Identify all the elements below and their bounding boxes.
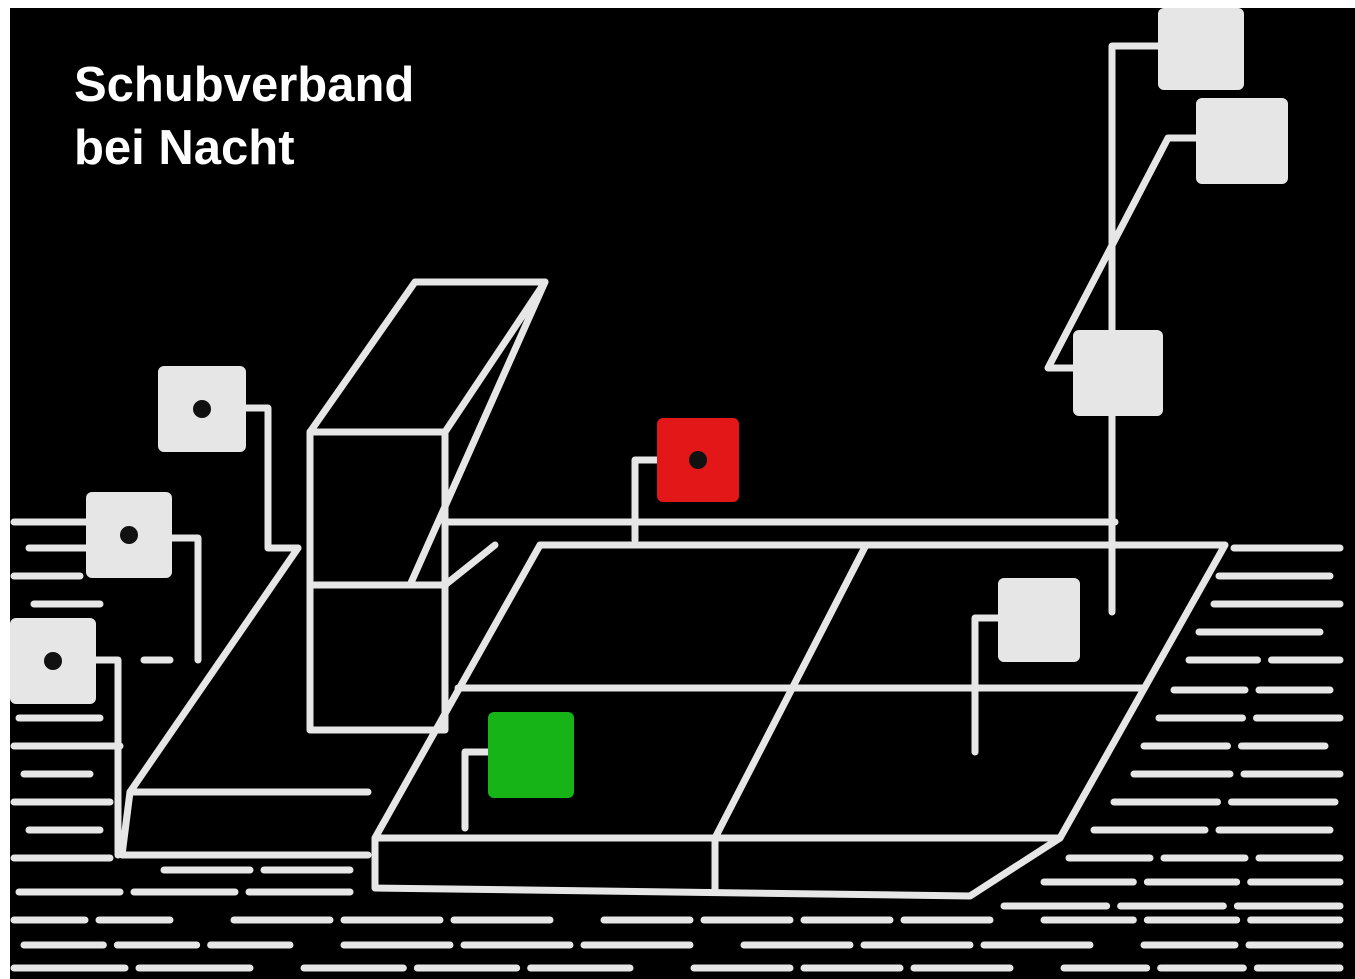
light-stalk xyxy=(170,538,198,660)
mast xyxy=(1112,46,1158,612)
title-line-2: bei Nacht xyxy=(74,117,414,180)
light-lens-dot xyxy=(193,400,211,418)
white-light xyxy=(998,578,1080,662)
wheelhouse-front xyxy=(310,432,445,730)
light-stalk xyxy=(245,408,298,548)
light-stalk xyxy=(465,752,488,828)
white-light xyxy=(1073,330,1163,416)
page-title: Schubverband bei Nacht xyxy=(74,54,414,180)
green-light xyxy=(488,712,574,798)
title-line-1: Schubverband xyxy=(74,54,414,117)
wheelhouse-base-edge xyxy=(445,545,495,585)
white-light xyxy=(1158,8,1244,90)
water-waves xyxy=(14,522,1340,968)
light-lens-dot xyxy=(689,451,707,469)
illustration-frame: Schubverband bei Nacht xyxy=(10,8,1355,979)
light-lens-dot xyxy=(120,526,138,544)
light-lens-dot xyxy=(44,652,62,670)
white-light xyxy=(1196,98,1288,184)
light-stalk xyxy=(635,460,657,540)
pusher-hull xyxy=(122,548,368,855)
